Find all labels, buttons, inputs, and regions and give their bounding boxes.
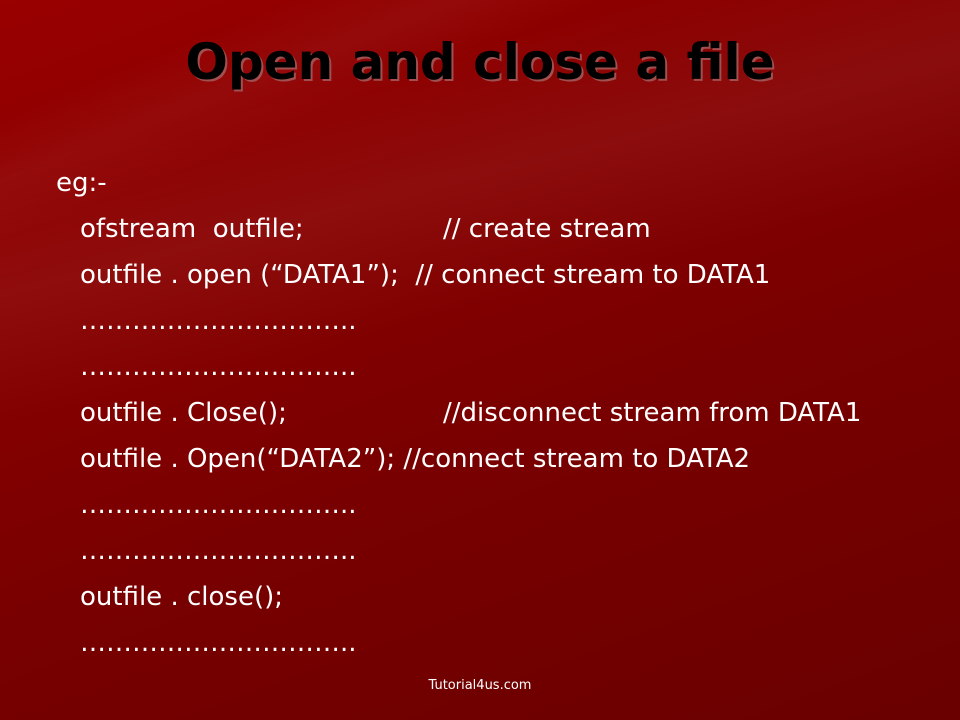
code-text: outfile . close(); bbox=[80, 582, 283, 612]
code-line: ………………………….. bbox=[0, 344, 960, 390]
example-label: eg:- bbox=[56, 168, 107, 198]
slide-body: eg:- ofstream outfile; // create stream o… bbox=[0, 160, 960, 666]
code-line: outfile . Open(“DATA2”); //connect strea… bbox=[0, 436, 960, 482]
slide-title: Open and close a file bbox=[185, 33, 775, 91]
code-text: ………………………….. bbox=[80, 352, 357, 382]
code-line: outfile . open (“DATA1”); // connect str… bbox=[0, 252, 960, 298]
code-text: ………………………….. bbox=[80, 306, 357, 336]
code-text: outfile . open (“DATA1”); // connect str… bbox=[80, 260, 771, 290]
code-text: ………………………….. bbox=[80, 490, 357, 520]
code-text: ………………………….. bbox=[80, 628, 357, 658]
code-line: ………………………….. bbox=[0, 620, 960, 666]
code-line: outfile . Close(); //disconnect stream fr… bbox=[0, 390, 960, 436]
code-line: ofstream outfile; // create stream bbox=[0, 206, 960, 252]
code-line: ………………………….. bbox=[0, 298, 960, 344]
code-comment: // create stream bbox=[443, 214, 651, 244]
code-line: outfile . close(); bbox=[0, 574, 960, 620]
code-text: outfile . Close(); bbox=[80, 398, 287, 428]
code-comment: //disconnect stream from DATA1 bbox=[443, 398, 862, 428]
code-text: ofstream outfile; bbox=[80, 214, 304, 244]
code-text: outfile . Open(“DATA2”); //connect strea… bbox=[80, 444, 751, 474]
code-text: ………………………….. bbox=[80, 536, 357, 566]
footer-watermark: Tutorial4us.com bbox=[428, 678, 532, 693]
code-line: ………………………….. bbox=[0, 482, 960, 528]
code-line: ………………………….. bbox=[0, 528, 960, 574]
